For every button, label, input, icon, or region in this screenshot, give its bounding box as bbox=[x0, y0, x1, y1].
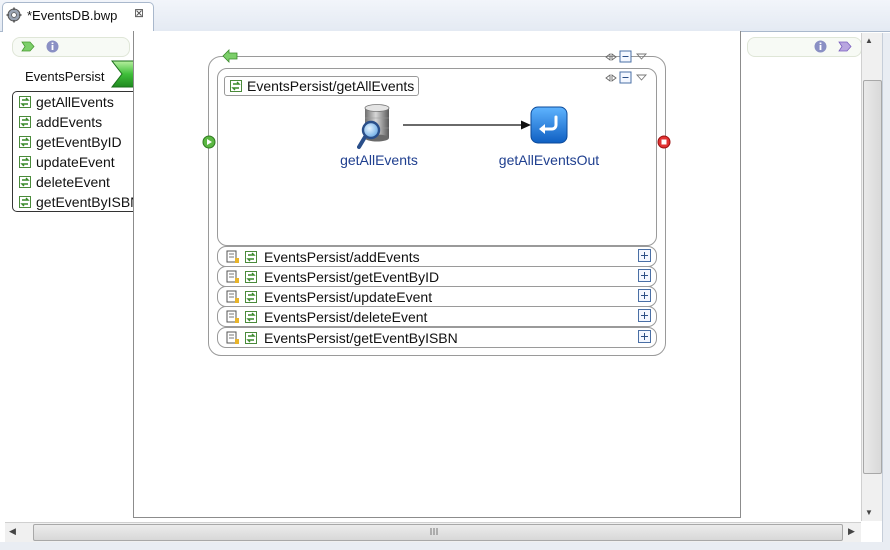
scope-document-icon bbox=[226, 331, 239, 344]
operation-label: deleteEvent bbox=[36, 174, 110, 190]
operation-scope-collapsed[interactable]: EventsPersist/deleteEvent bbox=[217, 306, 657, 327]
activity-label[interactable]: getAllEvents bbox=[340, 152, 418, 168]
operation-scope-title: EventsPersist/deleteEvent bbox=[264, 309, 428, 325]
operation-icon bbox=[19, 136, 31, 148]
start-event-icon[interactable] bbox=[202, 135, 216, 149]
service-arrow-icon[interactable] bbox=[21, 41, 35, 52]
link-icon[interactable] bbox=[605, 74, 617, 82]
scroll-right-arrow-icon[interactable]: ▶ bbox=[848, 526, 855, 536]
tab-title: *EventsDB.bwp bbox=[27, 8, 118, 23]
right-palette-toolbar bbox=[747, 37, 862, 57]
operation-icon bbox=[19, 156, 31, 168]
operation-icon bbox=[19, 96, 31, 108]
gear-icon bbox=[6, 7, 22, 23]
operation-scope-collapsed[interactable]: EventsPersist/getEventByID bbox=[217, 266, 657, 287]
operation-scope-title: EventsPersist/updateEvent bbox=[264, 289, 433, 305]
operation-scope-title: EventsPersist/getEventByID bbox=[264, 269, 440, 285]
operation-icon bbox=[19, 116, 31, 128]
operation-scope-collapsed[interactable]: EventsPersist/addEvents bbox=[217, 246, 657, 267]
operation-icon bbox=[245, 251, 257, 263]
scope-document-icon bbox=[226, 270, 239, 283]
process-scope-icon bbox=[222, 49, 238, 63]
scroll-down-arrow-icon[interactable]: ▼ bbox=[865, 508, 873, 517]
tab-close-icon[interactable]: ⊠ bbox=[134, 6, 145, 20]
activity-label[interactable]: getAllEventsOut bbox=[498, 152, 600, 168]
left-palette-toolbar bbox=[12, 37, 130, 57]
operation-scope-expanded[interactable] bbox=[217, 68, 657, 246]
operation-label: getAllEvents bbox=[36, 94, 114, 110]
operation-scope-collapsed[interactable]: EventsPersist/updateEvent bbox=[217, 286, 657, 307]
operation-icon bbox=[245, 311, 257, 323]
vertical-scroll-thumb[interactable] bbox=[863, 80, 882, 474]
expand-icon[interactable] bbox=[638, 309, 651, 322]
operation-scope-title: EventsPersist/getEventByISBN bbox=[264, 330, 458, 346]
operation-icon bbox=[245, 271, 257, 283]
process-service-name: EventsPersist bbox=[25, 69, 105, 84]
scroll-up-arrow-icon[interactable]: ▲ bbox=[865, 36, 873, 45]
scope-controls bbox=[605, 50, 648, 63]
scroll-grip-icon bbox=[430, 528, 438, 535]
collapse-icon[interactable] bbox=[619, 71, 632, 84]
expand-icon[interactable] bbox=[638, 289, 651, 302]
chevron-down-icon[interactable] bbox=[635, 74, 648, 81]
process-scope-header-line bbox=[236, 56, 608, 57]
operation-scope-title-box[interactable]: EventsPersist/getAllEvents EventsPersist… bbox=[224, 76, 420, 96]
reference-arrow-icon[interactable] bbox=[838, 41, 852, 52]
scope-document-icon bbox=[226, 250, 239, 263]
scroll-left-arrow-icon[interactable]: ◀ bbox=[9, 526, 16, 536]
operation-label: getEventByISBN bbox=[36, 194, 141, 210]
operation-icon bbox=[19, 196, 31, 208]
operation-label: getEventByID bbox=[36, 134, 122, 150]
scope-document-icon bbox=[226, 310, 239, 323]
operation-scope-title: EventsPersist/getAllEvents bbox=[247, 78, 415, 94]
operation-icon bbox=[230, 80, 242, 92]
transition-arrow[interactable] bbox=[403, 118, 531, 132]
link-icon[interactable] bbox=[605, 53, 617, 61]
window-bottom-edge bbox=[0, 542, 890, 550]
scope-controls bbox=[605, 71, 648, 84]
info-icon[interactable] bbox=[814, 40, 827, 53]
end-event-icon[interactable] bbox=[657, 135, 671, 149]
expand-icon[interactable] bbox=[638, 249, 651, 262]
operation-label: addEvents bbox=[36, 114, 103, 130]
expand-icon[interactable] bbox=[638, 269, 651, 282]
window-right-edge bbox=[882, 33, 890, 550]
operation-scope-title: EventsPersist/addEvents bbox=[264, 249, 420, 265]
horizontal-scroll-thumb[interactable] bbox=[33, 524, 843, 541]
operation-icon bbox=[19, 176, 31, 188]
expand-icon[interactable] bbox=[638, 330, 651, 343]
chevron-down-icon[interactable] bbox=[635, 53, 648, 60]
operation-scope-collapsed[interactable]: EventsPersist/getEventByISBN bbox=[217, 327, 657, 348]
collapse-icon[interactable] bbox=[619, 50, 632, 63]
operation-icon bbox=[245, 291, 257, 303]
scope-document-icon bbox=[226, 290, 239, 303]
operation-label: updateEvent bbox=[36, 154, 115, 170]
database-search-icon[interactable] bbox=[357, 104, 393, 150]
operation-icon bbox=[245, 332, 257, 344]
editor-tab[interactable] bbox=[2, 2, 154, 32]
info-icon[interactable] bbox=[46, 40, 59, 53]
reply-icon[interactable] bbox=[530, 106, 568, 144]
